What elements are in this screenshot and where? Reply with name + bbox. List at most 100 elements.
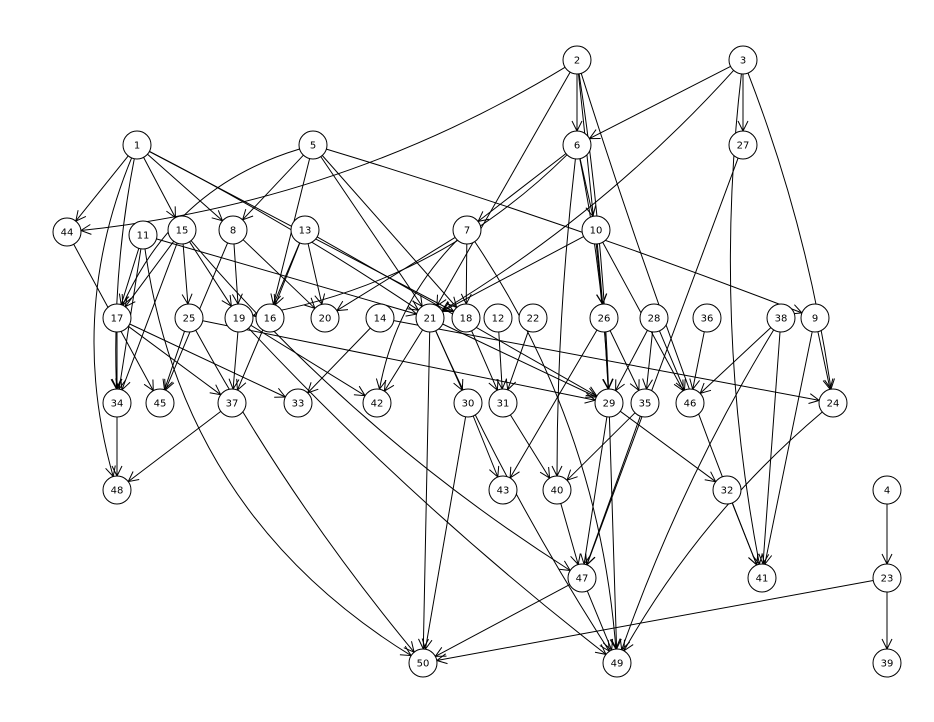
node-label: 43: [497, 486, 510, 497]
node-label: 45: [154, 399, 167, 410]
node-circle: [581, 215, 611, 245]
edge-26-35: [609, 330, 640, 392]
edge-3-21: [441, 70, 734, 312]
node-circle: [747, 563, 777, 593]
node-circle: [122, 130, 152, 160]
edge-21-29: [442, 323, 598, 398]
node-label: 36: [701, 314, 714, 325]
node-circle: [712, 475, 742, 505]
node-17: 17: [102, 303, 132, 333]
edge-21-42: [383, 329, 424, 393]
node-label: 44: [61, 228, 74, 239]
node-circle: [167, 215, 197, 245]
node-label: 49: [611, 659, 624, 670]
node-circle: [639, 303, 669, 333]
node-label: 16: [264, 314, 277, 325]
edge-21-50: [418, 331, 431, 651]
node-label: 25: [183, 314, 196, 325]
node-circle: [542, 475, 572, 505]
node-29: 29: [594, 388, 624, 418]
node-circle: [872, 648, 902, 678]
node-label: 42: [371, 399, 384, 410]
edge-26-43: [509, 329, 598, 479]
node-label: 30: [462, 399, 475, 410]
node-4: 4: [872, 475, 902, 505]
node-circle: [818, 388, 848, 418]
node-26: 26: [589, 303, 619, 333]
node-circle: [451, 303, 481, 333]
node-label: 39: [881, 659, 894, 670]
node-circle: [630, 388, 660, 418]
node-37: 37: [217, 388, 247, 418]
node-circle: [594, 388, 624, 418]
node-label: 12: [492, 314, 505, 325]
node-46: 46: [675, 388, 705, 418]
node-circle: [562, 130, 592, 160]
node-circle: [128, 220, 158, 250]
node-circle: [562, 45, 592, 75]
node-label: 19: [233, 314, 246, 325]
node-label: 24: [827, 399, 840, 410]
node-circle: [567, 563, 597, 593]
edge-15-17: [124, 241, 175, 308]
node-circle: [224, 303, 254, 333]
node-label: 20: [319, 314, 332, 325]
node-circle: [102, 475, 132, 505]
edge-1-8: [147, 153, 224, 222]
node-circle: [518, 303, 548, 333]
node-label: 41: [756, 574, 769, 585]
node-label: 15: [176, 226, 189, 237]
node-9: 9: [800, 303, 830, 333]
node-circle: [589, 303, 619, 333]
node-circle: [488, 475, 518, 505]
edge-5-21: [320, 156, 423, 308]
node-41: 41: [747, 563, 777, 593]
edge-4-23: [881, 504, 893, 566]
node-24: 24: [818, 388, 848, 418]
node-circle: [800, 303, 830, 333]
edge-9-41: [761, 331, 813, 566]
node-3: 3: [728, 45, 758, 75]
node-label: 34: [111, 399, 124, 410]
node-circle: [692, 303, 722, 333]
node-label: 10: [590, 226, 603, 237]
node-circle: [675, 388, 705, 418]
node-19: 19: [224, 303, 254, 333]
node-circle: [488, 388, 518, 418]
edge-14-33: [306, 327, 371, 394]
node-36: 36: [692, 303, 722, 333]
node-circle: [602, 648, 632, 678]
node-31: 31: [488, 388, 518, 418]
node-47: 47: [567, 563, 597, 593]
node-39: 39: [872, 648, 902, 678]
node-circle: [872, 563, 902, 593]
node-circle: [290, 215, 320, 245]
node-label: 9: [812, 314, 818, 325]
node-label: 47: [576, 574, 589, 585]
node-label: 18: [460, 314, 473, 325]
edges-layer: [73, 65, 893, 665]
edge-40-47: [560, 503, 581, 566]
node-circle: [102, 388, 132, 418]
node-32: 32: [712, 475, 742, 505]
edge-30-43: [472, 415, 500, 479]
node-label: 11: [137, 231, 150, 242]
node-circle: [452, 215, 482, 245]
node-circle: [872, 475, 902, 505]
edge-15-19: [189, 241, 233, 308]
edge-7-49: [474, 241, 621, 651]
node-circle: [766, 303, 796, 333]
edge-36-46: [689, 331, 705, 391]
node-6: 6: [562, 130, 592, 160]
node-34: 34: [102, 388, 132, 418]
node-12: 12: [483, 303, 513, 333]
edge-3-27: [737, 74, 749, 133]
node-circle: [255, 303, 285, 333]
node-label: 8: [230, 226, 236, 237]
edge-28-29: [615, 330, 648, 392]
node-label: 26: [598, 314, 611, 325]
node-48: 48: [102, 475, 132, 505]
node-11: 11: [128, 220, 158, 250]
